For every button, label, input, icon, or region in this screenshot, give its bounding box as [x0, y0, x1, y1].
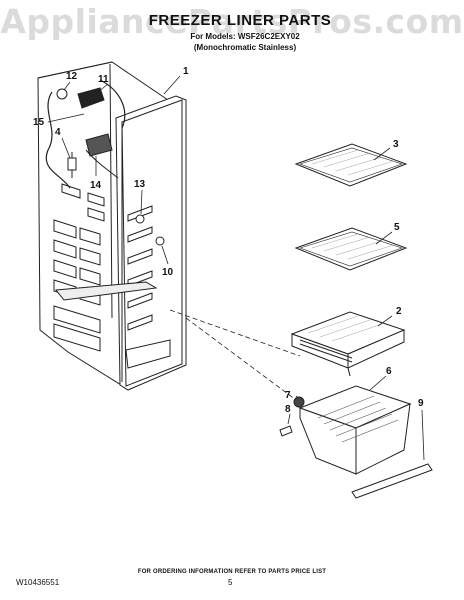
callout-12: 12 — [66, 71, 78, 82]
callout-3: 3 — [393, 139, 399, 150]
shelf-assembly-part-2 — [290, 311, 406, 377]
callout-13: 13 — [134, 179, 146, 190]
callout-9: 9 — [418, 398, 424, 409]
callout-4: 4 — [55, 127, 61, 138]
thermistor-housing-part-14 — [85, 133, 113, 157]
thermistor-part-4 — [67, 157, 77, 171]
ordering-note: FOR ORDERING INFORMATION REFER TO PARTS … — [137, 569, 327, 575]
callout-1: 1 — [183, 66, 189, 77]
callout-15: 15 — [33, 117, 45, 128]
callout-11: 11 — [98, 74, 109, 85]
callout-14: 14 — [90, 180, 102, 191]
bulb-part-12 — [56, 88, 68, 100]
callout-5: 5 — [394, 222, 400, 233]
callout-10: 10 — [162, 267, 174, 278]
page-number: 5 — [228, 578, 233, 587]
variant-line: (Monochromatic Stainless) — [193, 43, 297, 52]
wiring-harness — [45, 79, 126, 189]
drawer-rail-part-9 — [351, 463, 433, 499]
model-line: For Models: WSF26C2EXY02 — [190, 32, 300, 41]
control-housing-part-11 — [77, 87, 105, 109]
callout-6: 6 — [386, 366, 392, 377]
glass-shelf-part-5 — [294, 227, 408, 271]
document-number: W10436551 — [16, 578, 60, 587]
freezer-liner — [37, 61, 187, 391]
watermark: AppliancePartsPros.com — [0, 2, 464, 41]
shelf-support-part-10 — [155, 236, 165, 246]
page-title: FREEZER LINER PARTS — [148, 12, 332, 29]
freezer-drawer-part-6 — [298, 385, 412, 475]
clip-part-13 — [135, 214, 145, 224]
callout-8: 8 — [285, 404, 291, 415]
callout-2: 2 — [396, 306, 402, 317]
roller-part-7 — [293, 396, 305, 408]
callout-7: 7 — [285, 390, 291, 401]
glass-shelf-part-3 — [294, 143, 408, 187]
screw-part-8 — [279, 425, 293, 437]
